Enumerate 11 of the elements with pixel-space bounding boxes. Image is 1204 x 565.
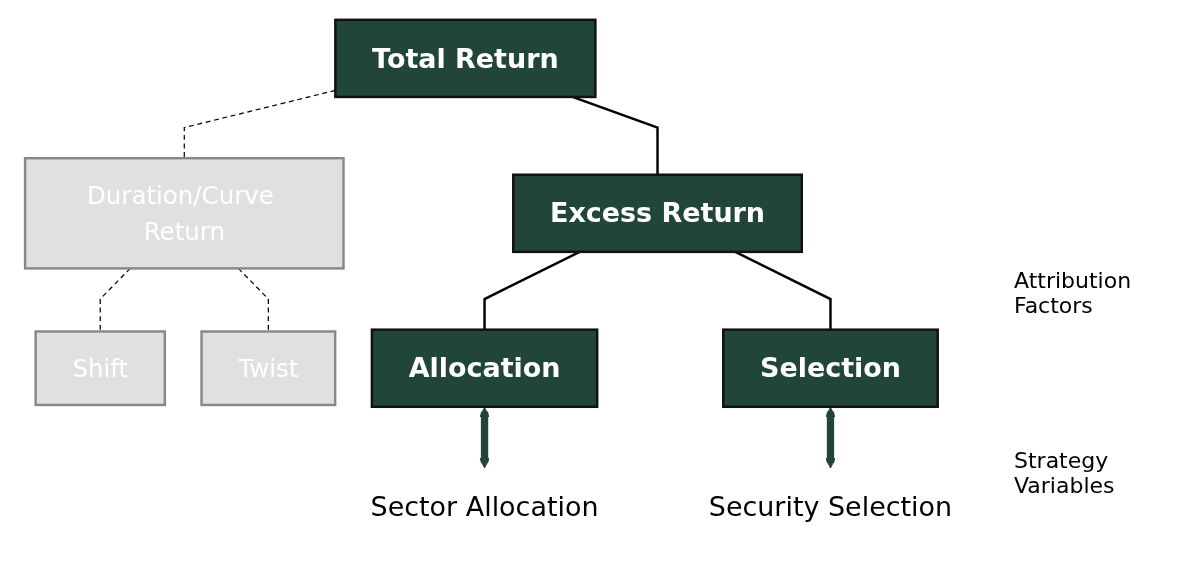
node-text: Sector Allocation [370,491,599,522]
node-box: Excess Return [512,173,803,254]
row-label: Attribution Factors [1014,267,1133,318]
node-box: Total Return [334,18,597,99]
node-text: Security Selection [708,491,953,522]
arrow [825,406,836,469]
node-box: Selection [722,328,939,409]
node-box: Allocation [370,328,599,409]
arrow [479,406,490,469]
row-label: Strategy Variables [1014,447,1116,498]
connector [183,89,336,159]
